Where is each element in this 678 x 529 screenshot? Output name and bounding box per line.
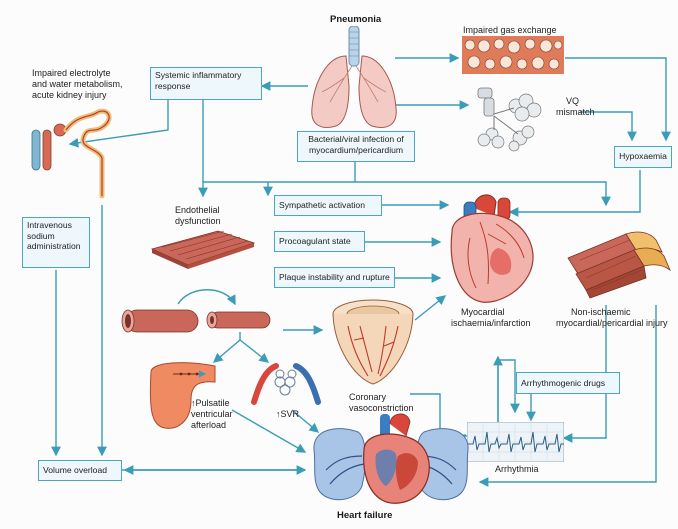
systemic-box-line2: response bbox=[155, 81, 257, 92]
ecg-trace-illustration bbox=[467, 422, 564, 462]
ventricle-illustration bbox=[145, 360, 223, 432]
myocardial-label-line2: ischaemia/infarction bbox=[451, 318, 531, 329]
iv-box-line3: administration bbox=[27, 241, 85, 252]
endothelial-label-line2: dysfunction bbox=[175, 216, 221, 227]
volume-box-label: Volume overload bbox=[43, 465, 117, 476]
svr-label: ↑SVR bbox=[276, 409, 299, 420]
vq-label-line2: mismatch bbox=[556, 107, 595, 118]
sympathetic-box: Sympathetic activation bbox=[274, 195, 382, 216]
plaque-box: Plaque instability and rupture bbox=[274, 267, 395, 288]
ischaemic-heart-illustration bbox=[440, 188, 544, 308]
endothelium-illustration bbox=[148, 229, 258, 271]
electrolyte-label-line1: Impaired electrolyte bbox=[32, 68, 111, 79]
procoagulant-box-label: Procoagulant state bbox=[279, 236, 360, 247]
lungs-illustration bbox=[308, 26, 400, 134]
arrhythmogenic-drugs-box: Arrhythmogenic drugs bbox=[516, 372, 620, 394]
iv-box-line1: Intravenous bbox=[27, 220, 85, 231]
heart-failure-label: Heart failure bbox=[337, 510, 392, 521]
bacterial-box-line1: Bacterial/viral infection of bbox=[302, 134, 410, 145]
impaired-gas-exchange-label: Impaired gas exchange bbox=[463, 25, 557, 36]
coronary-label-line1: Coronary bbox=[349, 392, 386, 403]
procoagulant-box: Procoagulant state bbox=[274, 231, 365, 252]
electrolyte-label-line3: acute kidney injury bbox=[32, 90, 107, 101]
systemic-box-line1: Systemic inflammatory bbox=[155, 70, 257, 81]
myocardial-label-line1: Myocardial bbox=[461, 307, 505, 318]
nonischaemic-label-line2: myocardial/pericardial injury bbox=[556, 318, 678, 329]
blood-vessel-illustration bbox=[120, 302, 275, 338]
systemic-inflammatory-box: Systemic inflammatory response bbox=[150, 67, 262, 100]
nonischaemic-label-line1: Non-ischaemic bbox=[571, 307, 631, 318]
endothelial-label-line1: Endothelial bbox=[175, 205, 220, 216]
hypoxaemia-box: Hypoxaemia bbox=[614, 146, 672, 168]
heart-failure-illustration bbox=[306, 410, 476, 508]
vq-label-line1: VQ bbox=[566, 96, 579, 107]
volume-overload-box: Volume overload bbox=[38, 460, 122, 481]
gas-exchange-tissue-illustration bbox=[462, 36, 564, 74]
sympathetic-box-label: Sympathetic activation bbox=[279, 200, 377, 211]
hypoxaemia-box-label: Hypoxaemia bbox=[619, 151, 667, 162]
electrolyte-label-line2: and water metabolism, bbox=[32, 79, 123, 90]
arrhythmogenic-box-label: Arrhythmogenic drugs bbox=[521, 378, 615, 389]
iv-sodium-box: Intravenous sodium administration bbox=[22, 217, 90, 268]
iv-box-line2: sodium bbox=[27, 231, 85, 242]
bacterial-viral-box: Bacterial/viral infection of myocardium/… bbox=[297, 131, 415, 162]
plaque-box-label: Plaque instability and rupture bbox=[279, 272, 390, 283]
nephron-illustration bbox=[28, 108, 122, 200]
diagram-title: Pneumonia bbox=[330, 14, 381, 25]
alveoli-cluster-illustration bbox=[468, 84, 558, 154]
svr-vessel-illustration bbox=[250, 362, 322, 406]
coronary-heart-section-illustration bbox=[328, 296, 418, 386]
myocardial-fibers-illustration bbox=[566, 228, 672, 300]
bacterial-box-line2: myocardium/pericardium bbox=[302, 145, 410, 156]
arrhythmia-label: Arrhythmia bbox=[495, 464, 539, 475]
